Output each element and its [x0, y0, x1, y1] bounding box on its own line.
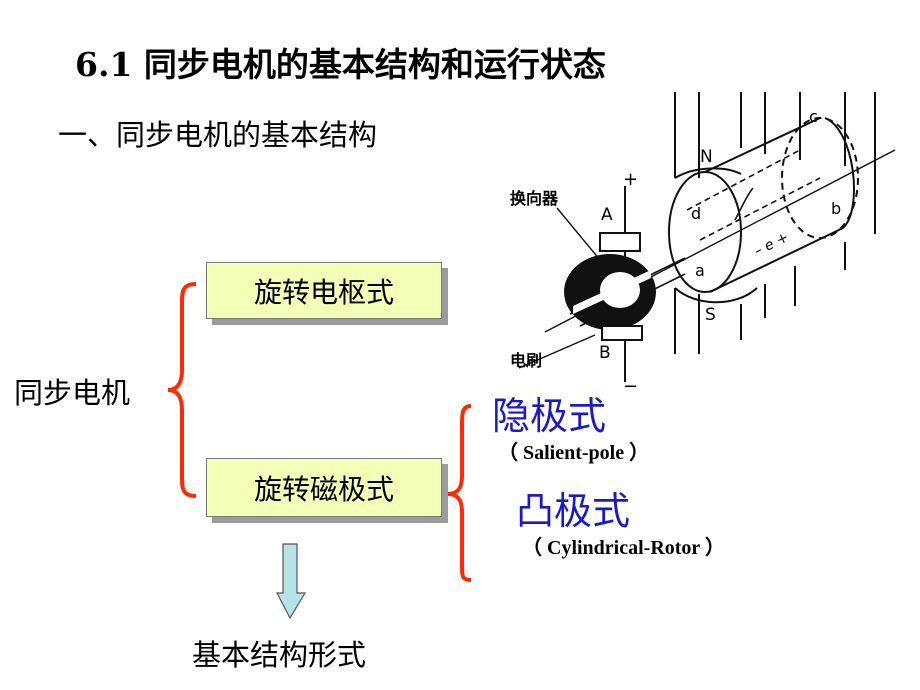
- rotating-armature-label: 旋转电枢式: [253, 275, 394, 309]
- right-brace: [447, 404, 472, 582]
- section-heading: 一、同步电机的基本结构: [58, 118, 378, 152]
- south-pole-frame: [674, 242, 846, 354]
- south-pole-label: S: [705, 305, 716, 325]
- terminal-a: A: [601, 205, 613, 225]
- brush-bottom: [601, 325, 643, 341]
- coil-side-a: a: [695, 261, 705, 280]
- brush-label: 电刷: [510, 351, 542, 370]
- commutator-label: 换向器: [510, 189, 559, 208]
- rotor-front-face: [668, 171, 742, 293]
- rotating-pole-box: 旋转磁极式: [206, 458, 442, 517]
- rotating-pole-label: 旋转磁极式: [253, 472, 394, 506]
- north-pole-label: N: [700, 147, 713, 167]
- cylindrical-rotor-label: 凸极式: [516, 489, 631, 533]
- minus-sign: −: [623, 376, 638, 397]
- down-arrow-icon: [276, 543, 306, 619]
- terminal-b: B: [599, 343, 611, 363]
- plus-sign: +: [623, 169, 638, 190]
- rotating-armature-box: 旋转电枢式: [206, 262, 442, 319]
- coil-side-d: d: [691, 204, 701, 223]
- left-brace: [167, 282, 197, 498]
- cylindrical-rotor-english: （ Cylindrical-Rotor ）: [522, 537, 725, 559]
- root-label: 同步电机: [14, 376, 131, 410]
- salient-pole-label: 隐极式: [492, 394, 607, 438]
- structure-form-label: 基本结构形式: [192, 638, 367, 672]
- north-pole-frame: [674, 92, 876, 234]
- coil-side-b: b: [831, 199, 841, 218]
- coil-side-c: c: [809, 107, 818, 126]
- brush-top: [599, 232, 641, 252]
- slide-title: 6.1 同步电机的基本结构和运行状态: [75, 45, 606, 84]
- salient-pole-english: （ Salient-pole ）: [498, 442, 650, 464]
- machine-diagram: 换向器 电刷 + − A B N S a b c d – e +: [510, 92, 896, 397]
